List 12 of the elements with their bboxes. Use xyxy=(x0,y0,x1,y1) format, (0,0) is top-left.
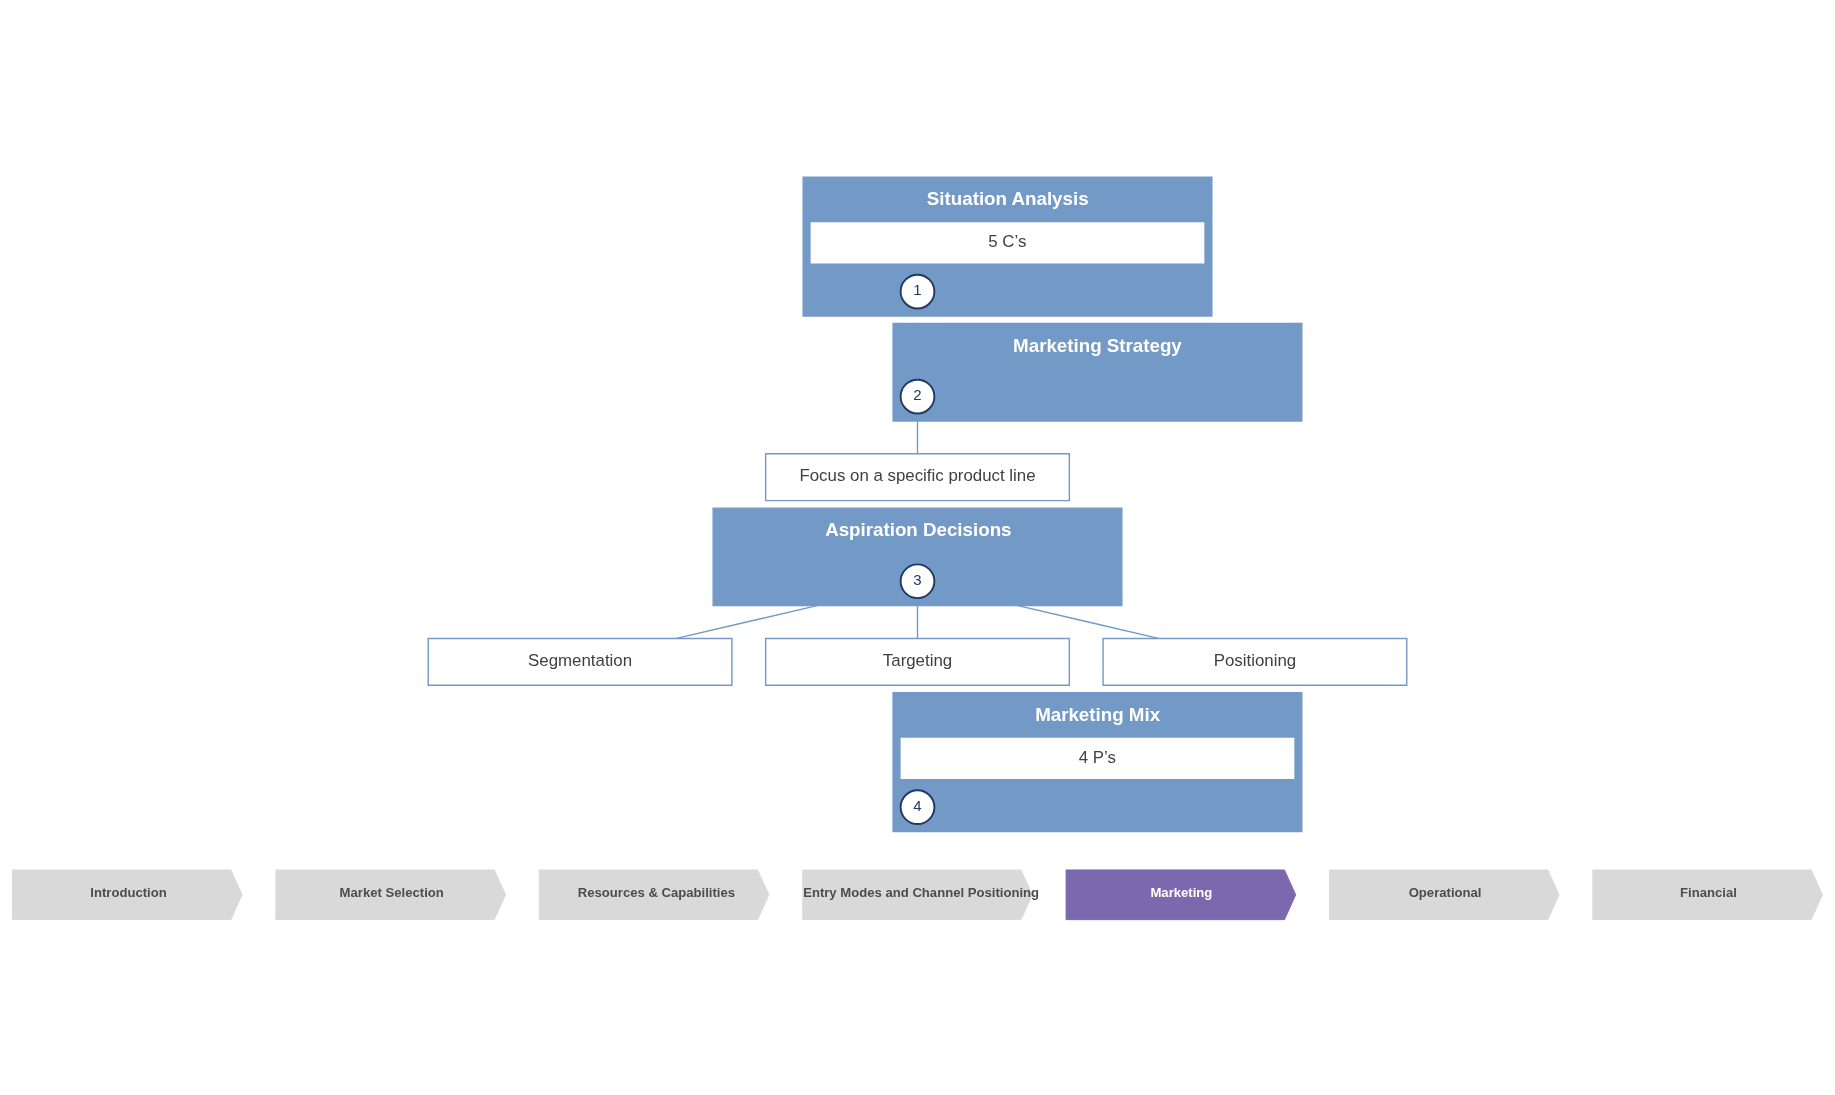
connector xyxy=(675,604,818,640)
node-circle: 3 xyxy=(899,563,936,600)
node-circle: 4 xyxy=(899,789,936,825)
node-box: Targeting xyxy=(764,637,1071,686)
node-box: Positioning xyxy=(1102,637,1408,686)
node-box: Focus on a specific product line xyxy=(764,453,1071,502)
connector xyxy=(1017,604,1160,640)
connector xyxy=(916,420,919,455)
connector xyxy=(916,604,919,640)
node-circle: 2 xyxy=(899,378,936,415)
node-circle: 1 xyxy=(899,273,936,310)
node-box: Segmentation xyxy=(427,637,733,686)
